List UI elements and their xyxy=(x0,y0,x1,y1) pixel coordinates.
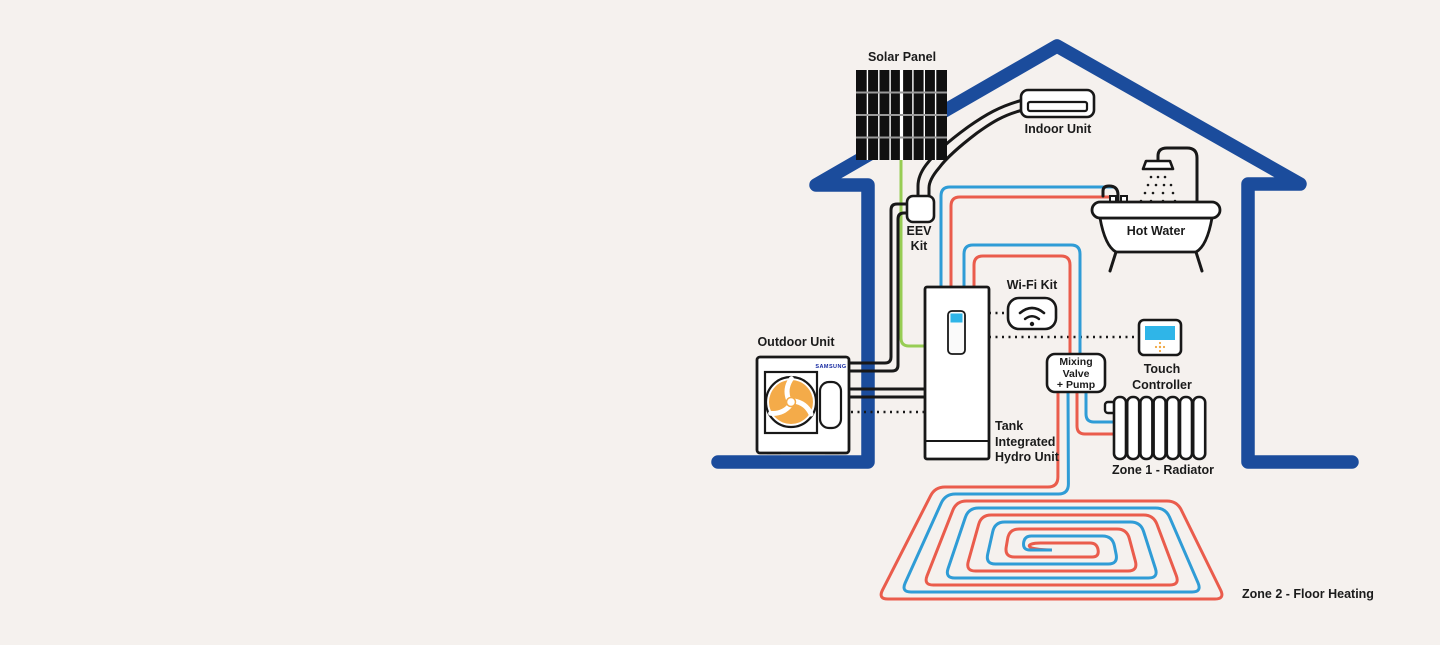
samsung-logo: SAMSUNG xyxy=(815,364,847,370)
pv-cable xyxy=(899,160,927,348)
floor-heating-coil-cold xyxy=(902,387,1201,594)
indoor-unit-label: Indoor Unit xyxy=(1024,122,1092,136)
mixing-valve-box xyxy=(1045,352,1107,394)
indoor-unit-icon xyxy=(1019,88,1096,119)
shower-head xyxy=(1141,159,1175,171)
bathtub-icon xyxy=(1090,146,1222,273)
touch-controller-buttons xyxy=(1154,341,1166,353)
eev-kit-label: EEV Kit xyxy=(906,224,932,253)
pipe-hot-valve xyxy=(972,254,1072,356)
shower-arm xyxy=(1156,146,1199,204)
pipe-hot-radiator xyxy=(1075,390,1115,436)
refrigerant-lines-eev-outdoor xyxy=(848,202,909,373)
bathtub-leg-left xyxy=(1108,250,1118,273)
solar-panel-label: Solar Panel xyxy=(867,50,937,64)
pipe-cold-hotwater xyxy=(939,185,1114,289)
outdoor-unit-label: Outdoor Unit xyxy=(757,335,835,349)
water-lines-outdoor-tank xyxy=(848,387,927,399)
eev-kit-box xyxy=(905,194,936,224)
tank-label: Tank Integrated Hydro Unit xyxy=(995,419,1059,464)
wifi-kit-icon xyxy=(1006,296,1058,331)
wifi-icon xyxy=(1018,306,1046,315)
pipe-cold-radiator xyxy=(1084,390,1115,424)
radiator-icon xyxy=(1103,395,1207,461)
pipe-hot-hotwater xyxy=(949,195,1114,289)
zone1-label: Zone 1 - Radiator xyxy=(1111,463,1215,477)
shower-spray xyxy=(1139,175,1177,203)
outdoor-unit-icon xyxy=(755,355,851,455)
bathtub-faucet xyxy=(1101,184,1120,204)
mixing-valve-label: Mixing Valve + Pump xyxy=(1056,356,1096,391)
pipe-cold-valve xyxy=(962,243,1082,356)
zone2-label: Zone 2 - Floor Heating xyxy=(1242,587,1374,601)
touch-controller-screen xyxy=(1145,326,1175,340)
floor-heating-coil-hot xyxy=(879,387,1224,601)
comm-lines xyxy=(851,311,1138,414)
solar-panel-icon xyxy=(856,70,947,160)
tank-display xyxy=(950,313,963,323)
hot-water-label: Hot Water xyxy=(1126,224,1186,238)
wifi-kit-label: Wi-Fi Kit xyxy=(1006,278,1058,292)
touch-controller-icon xyxy=(1137,318,1183,357)
tank-icon xyxy=(923,285,991,461)
bathtub-leg-right xyxy=(1194,250,1204,273)
fan-icon xyxy=(768,376,814,424)
water-loops xyxy=(879,185,1224,601)
bathtub-rim xyxy=(1090,200,1222,220)
touch-controller-label: Touch Controller xyxy=(1132,362,1192,392)
